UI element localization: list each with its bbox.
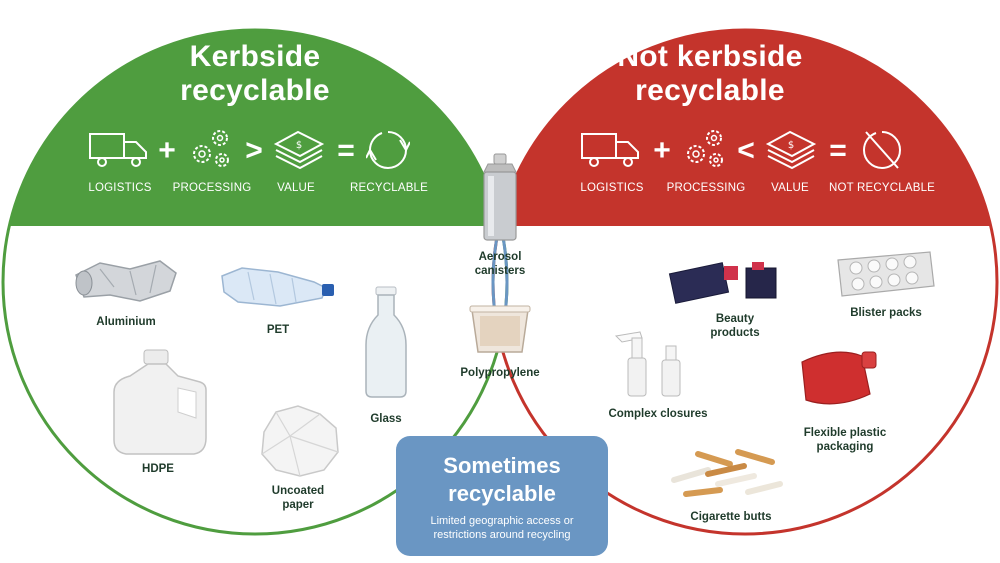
gears-icon	[687, 130, 723, 167]
item-label-flexible-line1: Flexible plastic	[803, 427, 887, 439]
sometimes-title-line2: recyclable	[448, 481, 556, 506]
sometimes-title-line1: Sometimes	[443, 453, 561, 478]
sometimes-recyclable-box: Sometimes recyclable Limited geographic …	[396, 436, 608, 556]
left-label-logistics: LOGISTICS	[88, 182, 152, 194]
left-plus-operator: +	[158, 134, 176, 167]
not-recyclable-icon	[862, 131, 901, 169]
truck-icon	[89, 133, 147, 167]
svg-text:$: $	[296, 140, 302, 151]
right-title-line1: Not kerbside	[617, 40, 803, 73]
item-label-beauty-line1: Beauty	[715, 313, 755, 325]
aerosol-can-image	[483, 153, 517, 241]
money-stack-icon: $	[273, 130, 325, 170]
svg-text:$: $	[788, 140, 794, 151]
left-title-line2: recyclable	[180, 74, 330, 107]
item-label-aerosol-line1: Aerosol	[478, 251, 522, 263]
right-label-logistics: LOGISTICS	[580, 182, 644, 194]
sometimes-subtitle-line1: Limited geographic access or	[430, 515, 574, 527]
left-greater-operator: >	[245, 134, 263, 167]
item-label-aluminium: Aluminium	[96, 316, 156, 328]
item-label-aerosol: Aerosol canisters	[456, 250, 544, 278]
beauty-products-image	[668, 262, 777, 304]
right-equals-operator: =	[829, 134, 847, 167]
right-label-not-recyclable: NOT RECYCLABLE	[828, 182, 936, 194]
item-label-hdpe: HDPE	[142, 463, 174, 475]
item-label-polypropylene: Polypropylene	[460, 367, 540, 379]
lens-outline-left	[493, 30, 509, 534]
item-label-cigarette-butts: Cigarette butts	[690, 511, 772, 523]
item-label-blister-packs: Blister packs	[850, 307, 922, 319]
left-title: Kerbside recyclable	[140, 40, 370, 108]
right-title: Not kerbside recyclable	[590, 40, 830, 108]
item-label-paper-line2: paper	[282, 499, 314, 511]
right-label-value: VALUE	[771, 182, 809, 194]
polypropylene-tub-image	[469, 305, 531, 353]
right-label-processing: PROCESSING	[666, 182, 746, 194]
cigarette-butts-image	[671, 449, 783, 497]
item-label-flexible-plastic: Flexible plastic packaging	[786, 426, 904, 454]
blister-pack-image	[837, 251, 935, 297]
item-label-uncoated-paper: Uncoated paper	[258, 484, 338, 512]
left-label-value: VALUE	[277, 182, 315, 194]
crumpled-paper-image	[261, 405, 339, 477]
recycle-arrows-icon	[366, 131, 410, 169]
complex-closures-image	[614, 331, 681, 397]
glass-bottle-image	[365, 286, 407, 398]
pet-bottle-image	[221, 267, 334, 307]
item-label-flexible-line2: packaging	[816, 441, 874, 453]
item-label-complex-closures: Complex closures	[608, 408, 708, 420]
item-label-aerosol-line2: canisters	[474, 265, 526, 277]
lens-outline-right	[491, 30, 507, 534]
hdpe-bottle-image	[113, 349, 207, 455]
left-title-line1: Kerbside	[189, 40, 321, 73]
item-label-glass: Glass	[370, 413, 402, 425]
money-stack-icon: $	[765, 130, 817, 170]
item-label-pet: PET	[266, 324, 290, 336]
left-label-processing: PROCESSING	[172, 182, 252, 194]
sometimes-subtitle-line2: restrictions around recycling	[433, 529, 571, 541]
aluminium-can-image	[75, 260, 177, 302]
right-less-operator: <	[737, 134, 755, 167]
right-plus-operator: +	[653, 134, 671, 167]
right-title-line2: recyclable	[635, 74, 785, 107]
item-label-paper-line1: Uncoated	[271, 485, 325, 497]
truck-icon	[581, 133, 639, 167]
item-label-beauty-products: Beauty products	[690, 312, 780, 340]
gears-icon	[193, 130, 229, 167]
left-label-recyclable: RECYCLABLE	[349, 182, 429, 194]
left-equals-operator: =	[337, 134, 355, 167]
flexible-packaging-image	[801, 351, 877, 405]
item-label-beauty-line2: products	[710, 327, 760, 339]
